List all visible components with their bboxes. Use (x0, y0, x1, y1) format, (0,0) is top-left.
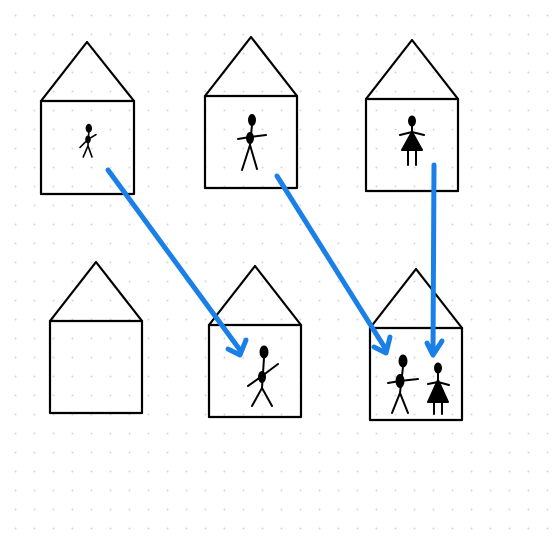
house-roof (39, 40, 136, 103)
arrow-top-middle-to-bottom-right (274, 173, 393, 356)
house-bottom-right (368, 267, 464, 422)
house-body (203, 94, 299, 190)
arrow-head-icon (225, 337, 249, 358)
house-roof (364, 38, 460, 101)
house-body (207, 323, 303, 419)
stick-figure-dress-icon (399, 115, 425, 166)
house-bottom-middle (207, 264, 303, 419)
arrow-shaft (105, 167, 243, 353)
stick-figure-icon (79, 123, 97, 158)
house-top-right (364, 38, 460, 193)
house-roof (48, 260, 144, 323)
arrow-top-left-to-bottom-middle (105, 167, 249, 358)
house-body (364, 97, 460, 193)
stick-figure-dress-icon (427, 362, 450, 415)
house-roof (368, 267, 464, 330)
arrow-head-icon (371, 334, 393, 356)
arrow-head-icon (424, 338, 445, 358)
house-roof (207, 264, 303, 327)
stick-figure-icon (387, 354, 419, 414)
house-bottom-left (48, 260, 144, 415)
house-body (48, 319, 144, 415)
arrow-shaft (430, 162, 437, 356)
stick-figure-icon (237, 114, 267, 171)
arrow-shaft (274, 173, 388, 351)
house-roof (203, 35, 299, 98)
house-top-left (39, 40, 136, 196)
arrow-top-right-to-bottom-right (424, 162, 445, 358)
stick-figure-icon (247, 345, 279, 407)
house-body (368, 326, 464, 422)
house-body (39, 99, 136, 196)
house-top-middle (203, 35, 299, 190)
